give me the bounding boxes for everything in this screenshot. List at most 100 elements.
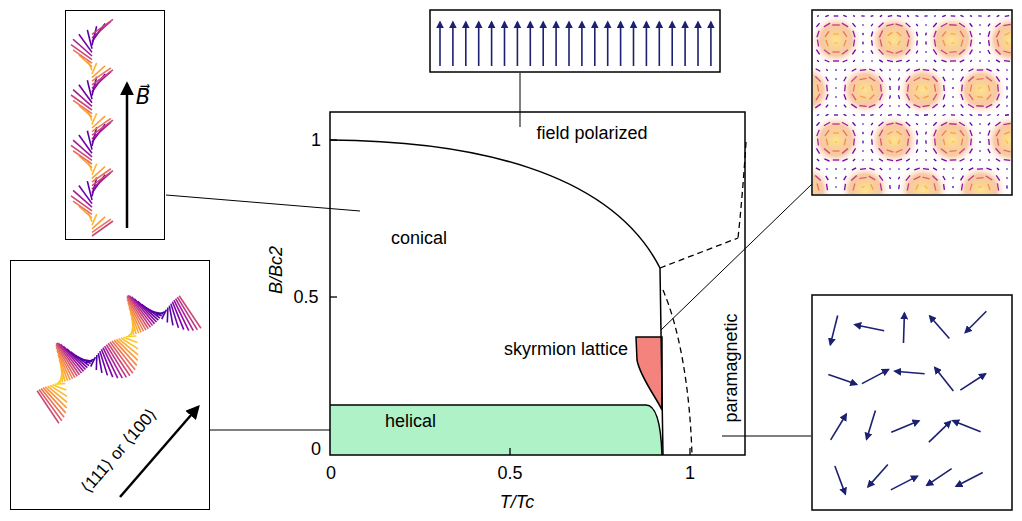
spin-arrow [895,371,925,373]
spin-stroke [997,15,1000,16]
skyrmion-core [955,164,1007,194]
spin-stroke [986,77,992,81]
spin-stroke [978,114,982,115]
spin-stroke [968,176,974,181]
spin-stroke [880,84,882,91]
spin-stroke [943,184,945,190]
skyrmion-core [926,14,978,66]
spin-stroke [870,95,875,100]
spin-arrow [542,22,544,66]
spin-stroke [997,84,999,91]
spin-stroke [906,76,910,82]
spin-stroke [861,15,864,17]
spin-stroke [970,130,972,136]
spin-stroke [862,87,864,89]
spin-stroke [815,176,820,181]
spin-stroke [880,94,883,101]
spin-arrow [929,421,951,442]
spin-stroke [951,114,955,115]
spin-stroke [959,23,965,27]
spin-stroke [1003,51,1010,53]
inset-panel: ⟨111⟩ or ⟨100⟩ [10,260,210,510]
spin-stroke [888,114,892,116]
spin-stroke [817,40,818,47]
skyrmion-core [813,64,833,116]
spin-stroke [987,114,990,116]
spin-stroke [825,130,829,136]
spin-stroke [92,113,97,124]
spin-stroke [951,15,956,16]
spin-stroke [1006,96,1008,99]
skyrmion-core [955,11,1007,16]
spin-stroke [896,51,903,54]
leader-line [210,430,330,431]
spin-stroke [87,131,92,150]
spin-stroke [1006,185,1008,188]
spin-stroke [886,123,893,125]
spin-stroke [952,78,954,79]
spin-arrow [555,22,557,66]
spin-stroke [824,149,830,154]
spin-stroke [826,168,827,169]
spin-stroke [817,15,819,17]
spin-arrow [862,370,889,384]
spin-stroke [816,122,819,125]
spin-stroke [889,41,892,45]
spin-stroke [914,69,920,71]
spin-stroke [817,184,819,191]
skyrmion-core [955,64,1007,116]
spin-stroke [914,168,919,170]
skyrmion-core [984,114,1011,166]
spin-stroke [961,40,963,47]
spin-stroke [916,159,918,160]
spin-stroke [871,131,873,136]
phase-label: helical [385,411,436,432]
skyrmion-core [984,14,1011,66]
spin-stroke [126,335,136,337]
spin-arrow [581,22,583,66]
axis-title: T/Tc [500,492,534,513]
spin-stroke [862,159,863,160]
spin-stroke [1006,42,1009,45]
spin-stroke [916,50,918,53]
spin-stroke [832,24,839,25]
spin-stroke [988,159,989,160]
spin-stroke [862,24,864,25]
spin-stroke [996,159,1000,162]
spin-stroke [889,105,891,106]
spin-stroke [952,168,954,169]
spin-stroke [961,94,963,100]
spin-stroke [896,123,903,125]
skyrmion-core [839,11,891,16]
spin-arrow [465,22,467,66]
spin-stroke [871,184,873,189]
spin-stroke [934,15,936,17]
spin-stroke [961,184,962,191]
spin-stroke [833,132,839,133]
spin-stroke [925,159,926,160]
spin-stroke [859,177,866,178]
spin-stroke [879,31,882,38]
tick-label: 1 [685,463,695,484]
spin-stroke [871,123,873,125]
spin-stroke [862,51,864,52]
spin-stroke [835,78,837,79]
spin-stroke [968,104,974,108]
spin-stroke [138,301,159,320]
spin-stroke [816,94,820,100]
spin-stroke [934,159,936,161]
spin-stroke [907,15,909,16]
spin-stroke [869,168,874,170]
spin-stroke [898,86,900,91]
spin-stroke [887,60,893,61]
direction-label: ⟨111⟩ or ⟨100⟩ [77,405,161,497]
tick-label: 1 [311,130,321,151]
spin-stroke [943,85,945,91]
spin-stroke [92,221,113,236]
spin-stroke [906,23,911,27]
spin-stroke [852,148,855,153]
spin-stroke [862,141,864,144]
spin-stroke [988,15,991,17]
ordering-boundary [660,268,663,455]
tick-label: 0.5 [497,463,522,484]
